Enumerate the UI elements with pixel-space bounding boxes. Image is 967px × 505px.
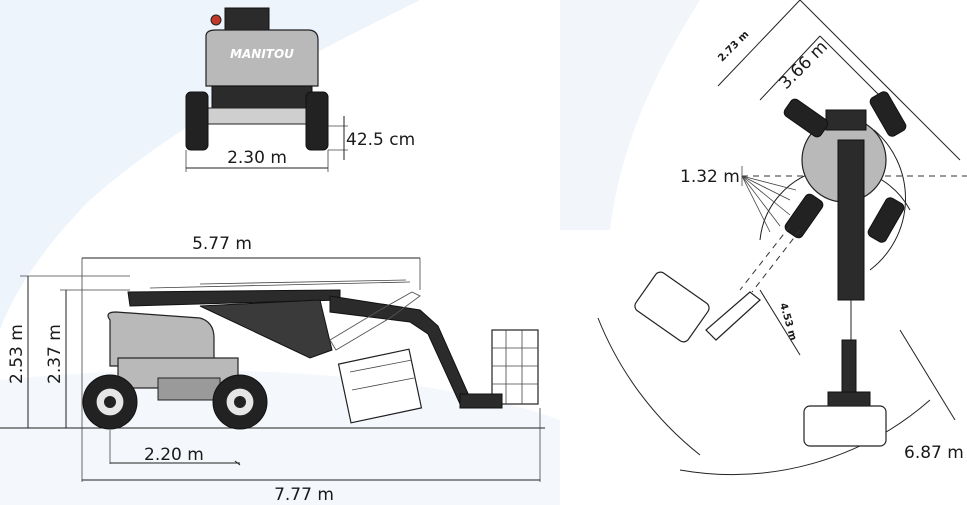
beacon-light [210,14,222,26]
side-body [107,311,215,367]
ground-clearance-label: 42.5 cm [346,130,415,150]
top-boom [837,139,865,301]
platform-length-label: 5.77 m [192,234,252,254]
basket-rotator [459,393,503,409]
boom-link [199,299,333,359]
basket-main [491,329,539,405]
ghost-boom [329,291,421,351]
brand-logo: MANITOU [230,47,294,61]
background-watermark [0,0,700,505]
wheelbase-label: 2.20 m [144,445,204,465]
top-tire-2 [869,91,907,137]
basket-ghost [337,348,423,424]
front-body [205,29,319,87]
height-label: 2.53 m [7,324,27,384]
height-stowed-label: 2.37 m [45,324,65,384]
top-tire-4 [867,197,905,243]
side-turntable-base [157,377,221,401]
top-basket-main [803,405,887,447]
dim-132-label: 1.32 m [680,167,740,187]
front-top-box [224,7,270,33]
side-view: 2.53 m 2.37 m 5.77 m [0,234,545,505]
top-tire-3 [784,193,824,239]
front-right-tire [305,91,329,151]
front-left-tire [185,91,209,151]
front-width-label: 2.30 m [227,148,287,168]
dim-453-label: 4.53 m [777,302,798,342]
top-jib-ghost [705,291,761,341]
dim-687-label: 6.87 m [904,443,964,463]
outer-arc-bottom [679,399,931,476]
dim-366-label: 3.66 m [775,37,831,93]
top-tire-1 [783,98,829,138]
top-basket-ghost [634,271,710,343]
dim-273-label: 2.73 m [716,29,751,64]
top-jib [841,339,857,395]
outer-arc-left [597,317,701,456]
total-length-label: 7.77 m [274,485,334,505]
front-view: MANITOU 2.30 m 42.5 cm [185,7,415,172]
